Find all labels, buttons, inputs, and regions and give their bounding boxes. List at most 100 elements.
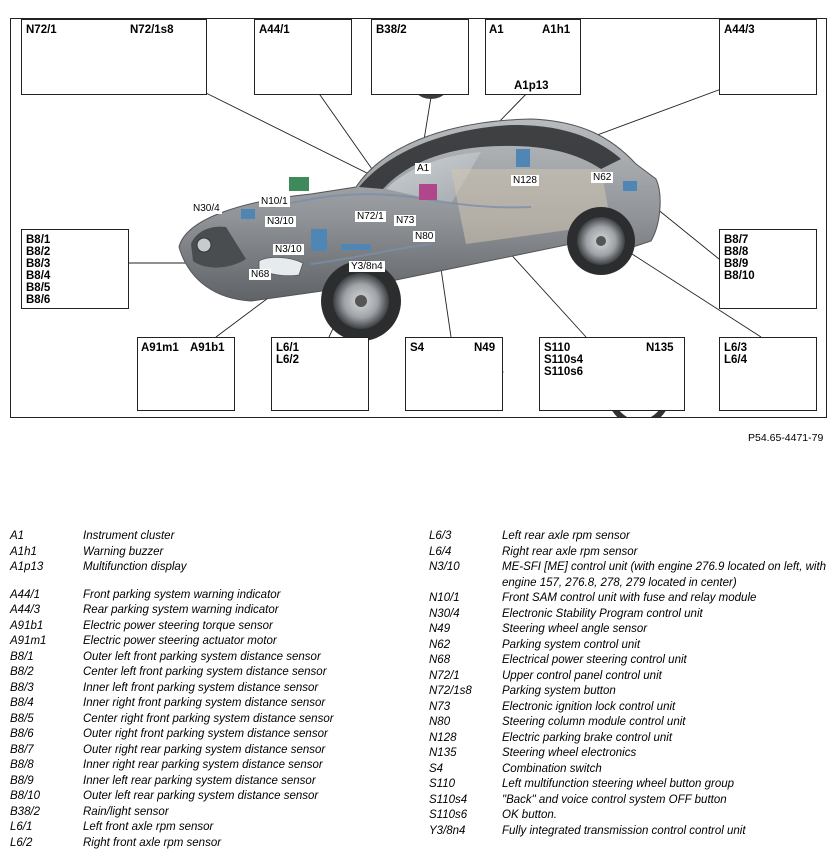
legend-description: Steering wheel electronics [502,747,637,759]
legend-code: A1p13 [10,561,44,573]
inset-label: A1 [489,24,504,36]
legend-code: A91b1 [10,619,44,632]
legend-code: S110s4 [429,793,468,806]
legend-item: A91b1 Electric power steering torque sens… [10,619,415,635]
callout-label: Y3/8n4 [349,261,385,272]
callout-label: N72/1 [355,211,386,222]
legend-code: N62 [429,638,451,651]
inset-steering-wheel: S110 S110s4 S110s6 N135 [539,337,685,411]
legend-code: N30/4 [429,607,460,620]
legend-code: N135 [429,747,457,759]
legend-code: A1 [10,530,25,542]
legend-code: B8/5 [10,712,34,725]
legend-code: A91m1 [10,635,47,647]
legend-code: L6/2 [10,836,33,849]
legend-code: N68 [429,654,451,666]
callout-label: N68 [249,269,272,280]
inset-label: B8/5 [26,282,51,294]
callout-label: N10/1 [259,196,290,207]
inset-label: S110s4 [544,354,584,366]
inset-front-warning-indicator: A44/1 [254,19,352,95]
inset-label: L6/2 [276,354,300,366]
legend-code: B8/8 [10,759,34,771]
legend-item: A44/3 Rear parking system warning indicat… [10,603,415,619]
legend-description: Combination switch [502,762,602,775]
legend-description: Electric power steering torque sensor [83,619,273,632]
legend-description: Electric power steering actuator motor [83,635,277,647]
legend-description: Upper control panel control unit [502,669,662,682]
callout-label: N3/10 [273,244,304,255]
legend-item: N128 Electric parking brake control unit [429,731,827,747]
legend-code: L6/4 [429,545,452,558]
legend-description: "Back" and voice control system OFF butt… [502,793,727,806]
legend-code: N73 [429,700,451,713]
inset-label: N49 [474,342,496,354]
inset-front-distance-sensors: B8/1 B8/2 B8/3 B8/4 B8/5 B8/6 [21,229,129,309]
callout-label: N3/10 [265,216,296,227]
legend-description: Parking system control unit [502,638,641,651]
inset-label: S110 [544,342,571,354]
inset-upper-control-panel: N72/1 N72/1s8 [21,19,207,95]
callout-label: N73 [394,215,417,226]
legend-description: Center right front parking system distan… [83,712,334,725]
legend-description: Warning buzzer [83,545,164,558]
legend-code: A44/1 [10,588,41,601]
inset-label: B8/9 [724,258,749,270]
inset-label: S4 [410,342,425,354]
inset-rear-warning-indicator: A44/3 [719,19,817,95]
inset-label: S110s6 [544,366,584,378]
legend-item: N30/4 Electronic Stability Program contro… [429,607,827,623]
inset-label: B8/8 [724,246,749,258]
legend-code: S110 [429,778,456,790]
legend-description: Electronic Stability Program control uni… [502,607,703,620]
legend-code: N72/1s8 [429,685,472,697]
legend-description: Outer left front parking system distance… [83,650,321,663]
callout-label: A1 [415,163,432,174]
inset-label: B8/10 [724,270,755,282]
legend-item: A44/1 Front parking system warning indica… [10,588,415,604]
callout-label: N80 [413,231,436,242]
figure-code: P54.65-4471-79 [748,432,824,444]
legend-description: ME-SFI [ME] control unit (with engine 27… [502,561,827,589]
legend-code: L6/1 [10,821,33,833]
inset-label: A91b1 [190,342,225,354]
legend-description: Electric parking brake control unit [502,731,673,744]
legend-code: A44/3 [10,604,41,616]
inset-rear-distance-sensors: B8/7 B8/8 B8/9 B8/10 [719,229,817,309]
legend-code: B8/9 [10,774,34,787]
legend-description: Steering column module control unit [502,716,686,728]
legend-code: Y3/8n4 [429,824,466,837]
legend-description: Front parking system warning indicator [83,588,281,601]
legend-code: B8/7 [10,743,34,756]
legend-code: N128 [429,731,457,744]
legend-description: Outer left rear parking system distance … [83,790,319,802]
inset-label: A1p13 [514,80,549,92]
legend-description: Rear parking system warning indicator [83,604,279,616]
inset-label: L6/1 [276,342,300,354]
legend-item: N62 Parking system control unit [429,638,827,654]
inset-label: L6/3 [724,342,748,354]
inset-label: A91m1 [141,342,179,354]
legend-code: B8/6 [10,728,34,740]
inset-combination-switch: S4 N49 [405,337,503,411]
inset-rain-light-sensor: B38/2 [371,19,469,95]
inset-label: B8/6 [26,294,51,306]
